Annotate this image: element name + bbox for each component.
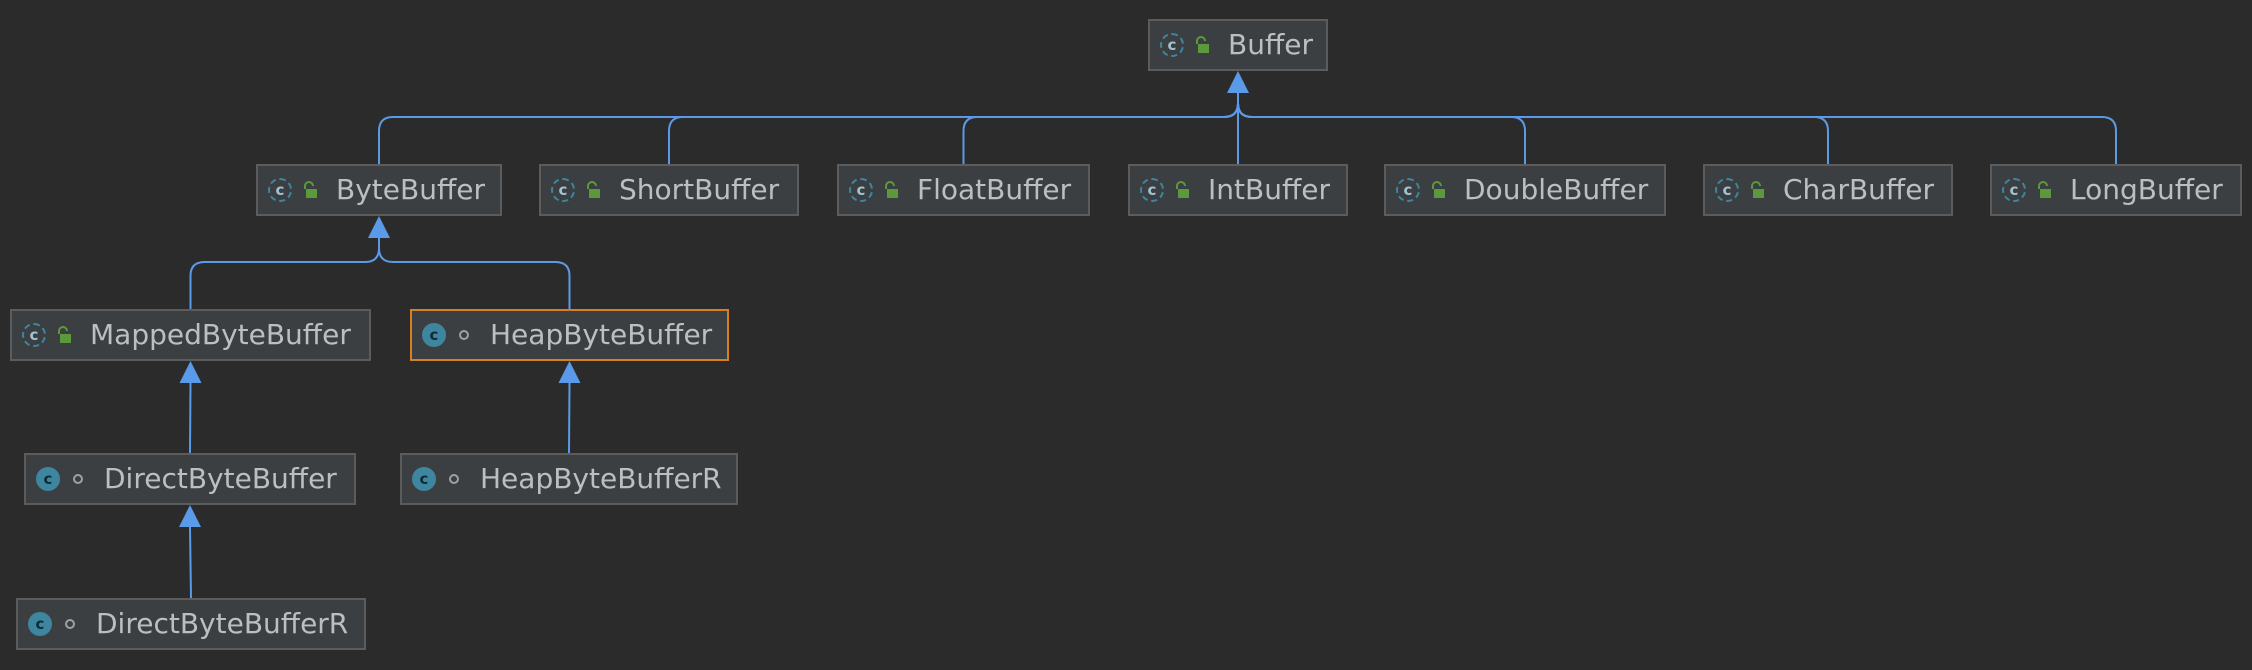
abstract-class-icon: c — [849, 178, 873, 202]
class-node-label: ShortBuffer — [619, 173, 780, 206]
inheritance-edge-heapbytebuffer-to-bytebuffer — [378, 238, 571, 309]
abstract-class-icon: c — [2002, 178, 2026, 202]
package-private-dot-icon — [452, 323, 476, 347]
public-lock-icon — [1745, 178, 1769, 202]
class-node-label: IntBuffer — [1208, 173, 1330, 206]
class-node-label: HeapByteBuffer — [490, 318, 713, 351]
class-node-label: HeapByteBufferR — [480, 462, 722, 495]
inheritance-edge-floatbuffer-to-buffer — [962, 93, 1239, 164]
inheritance-arrowhead-directbytebuffer — [179, 505, 201, 527]
class-node-label: ByteBuffer — [336, 173, 485, 206]
inheritance-edge-mappedbytebuffer-to-bytebuffer — [189, 238, 380, 309]
class-node-label: CharBuffer — [1783, 173, 1934, 206]
inheritance-edge-shortbuffer-to-buffer — [668, 93, 1239, 164]
inheritance-edge-heapbytebufferr-to-heapbytebuffer — [568, 382, 571, 454]
inheritance-edge-longbuffer-to-buffer — [1237, 93, 2117, 164]
inheritance-arrowhead-heapbytebuffer — [558, 361, 581, 383]
inheritance-arrowhead-buffer — [1227, 71, 1249, 93]
inheritance-edge-directbytebufferr-to-directbytebuffer — [189, 526, 192, 599]
abstract-class-icon: c — [551, 178, 575, 202]
inheritance-edge-directbytebuffer-to-mappedbytebuffer — [189, 382, 192, 454]
abstract-class-icon: c — [1396, 178, 1420, 202]
public-lock-icon — [879, 178, 903, 202]
public-lock-icon — [52, 323, 76, 347]
public-lock-icon — [2032, 178, 2056, 202]
class-node-label: Buffer — [1228, 28, 1313, 61]
inheritance-edge-doublebuffer-to-buffer — [1237, 93, 1526, 164]
class-node-shortbuffer[interactable]: c ShortBuffer — [539, 164, 799, 216]
package-private-dot-icon — [66, 467, 90, 491]
package-private-dot-icon — [442, 467, 466, 491]
public-lock-icon — [1426, 178, 1450, 202]
class-node-charbuffer[interactable]: c CharBuffer — [1703, 164, 1953, 216]
class-node-heapbytebuffer[interactable]: c HeapByteBuffer — [410, 309, 729, 361]
class-node-floatbuffer[interactable]: c FloatBuffer — [837, 164, 1090, 216]
abstract-class-icon: c — [1140, 178, 1164, 202]
class-node-intbuffer[interactable]: c IntBuffer — [1128, 164, 1348, 216]
class-node-label: FloatBuffer — [917, 173, 1072, 206]
class-node-label: DirectByteBuffer — [104, 462, 337, 495]
public-lock-icon — [1190, 33, 1214, 57]
inheritance-edge-bytebuffer-to-buffer — [378, 93, 1239, 164]
class-node-longbuffer[interactable]: c LongBuffer — [1990, 164, 2242, 216]
class-node-doublebuffer[interactable]: c DoubleBuffer — [1384, 164, 1666, 216]
class-node-directbytebuffer[interactable]: c DirectByteBuffer — [24, 453, 356, 505]
abstract-class-icon: c — [22, 323, 46, 347]
abstract-class-icon: c — [1160, 33, 1184, 57]
class-icon: c — [28, 612, 52, 636]
class-node-label: LongBuffer — [2070, 173, 2223, 206]
public-lock-icon — [298, 178, 322, 202]
class-icon: c — [422, 323, 446, 347]
inheritance-arrowhead-bytebuffer — [368, 216, 390, 238]
inheritance-edge-charbuffer-to-buffer — [1237, 93, 1829, 164]
public-lock-icon — [581, 178, 605, 202]
class-node-heapbytebufferr[interactable]: c HeapByteBufferR — [400, 453, 738, 505]
package-private-dot-icon — [58, 612, 82, 636]
class-node-directbytebufferr[interactable]: c DirectByteBufferR — [16, 598, 366, 650]
class-node-label: DirectByteBufferR — [96, 607, 349, 640]
class-node-label: MappedByteBuffer — [90, 318, 351, 351]
abstract-class-icon: c — [268, 178, 292, 202]
inheritance-arrowhead-mappedbytebuffer — [179, 361, 202, 383]
class-icon: c — [36, 467, 60, 491]
class-node-label: DoubleBuffer — [1464, 173, 1649, 206]
class-node-bytebuffer[interactable]: c ByteBuffer — [256, 164, 502, 216]
class-node-buffer[interactable]: c Buffer — [1148, 19, 1328, 71]
class-node-mappedbytebuffer[interactable]: c MappedByteBuffer — [10, 309, 371, 361]
public-lock-icon — [1170, 178, 1194, 202]
class-icon: c — [412, 467, 436, 491]
abstract-class-icon: c — [1715, 178, 1739, 202]
